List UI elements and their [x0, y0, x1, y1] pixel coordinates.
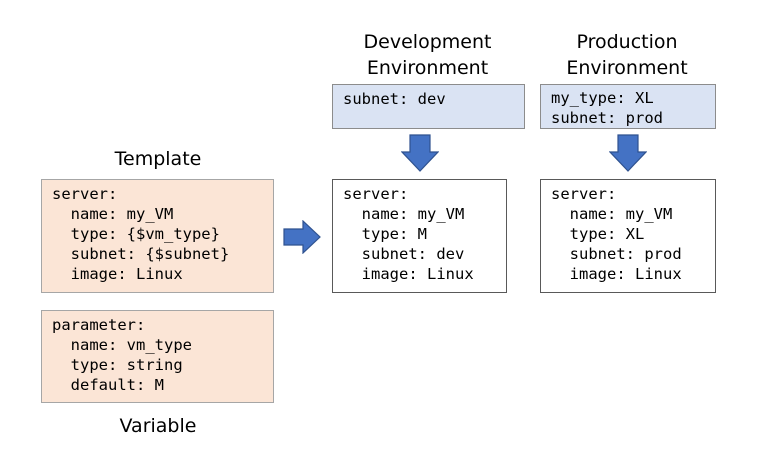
- template-line: server:: [52, 185, 118, 203]
- template-line: type: {$vm_type}: [52, 225, 220, 243]
- variable-line: parameter:: [52, 316, 146, 334]
- dev-result-line: image: Linux: [343, 265, 474, 283]
- dev-result-line: server:: [343, 185, 409, 203]
- variable-label: Variable: [119, 415, 197, 437]
- template-label: Template: [114, 148, 202, 170]
- prod-environment-label: Production Environment: [528, 29, 726, 81]
- right-arrow-shape: [283, 220, 321, 254]
- prod-result-line: name: my_VM: [551, 205, 673, 223]
- dev-params-box: subnet: dev: [332, 84, 525, 129]
- dev-down-arrow-shape: [401, 134, 439, 172]
- prod-result-line: server:: [551, 185, 617, 203]
- dev-result-line: type: M: [343, 225, 427, 243]
- prod-environment-label-line1: Production: [576, 31, 678, 53]
- prod-result-line: subnet: prod: [551, 245, 682, 263]
- dev-result-line: name: my_VM: [343, 205, 465, 223]
- dev-params-line: subnet: dev: [343, 90, 446, 108]
- variable-line: default: M: [52, 376, 164, 394]
- prod-params-line: my_type: XL: [551, 89, 654, 107]
- prod-down-arrow-icon: [609, 134, 647, 172]
- template-line: image: Linux: [52, 265, 183, 283]
- prod-down-arrow-shape: [609, 134, 647, 172]
- variable-box: parameter: name: vm_type type: string de…: [41, 310, 274, 403]
- prod-params-box: my_type: XL subnet: prod: [540, 84, 716, 129]
- variable-line: type: string: [52, 356, 183, 374]
- template-box: server: name: my_VM type: {$vm_type} sub…: [41, 179, 274, 293]
- dev-environment-label-line1: Development: [363, 31, 492, 53]
- dev-environment-label: Development Environment: [330, 29, 525, 81]
- right-arrow-icon: [283, 220, 321, 254]
- dev-down-arrow-icon: [401, 134, 439, 172]
- prod-result-line: image: Linux: [551, 265, 682, 283]
- template-line: subnet: {$subnet}: [52, 245, 230, 263]
- dev-environment-label-line2: Environment: [366, 57, 489, 79]
- prod-environment-label-line2: Environment: [566, 57, 688, 79]
- prod-params-line: subnet: prod: [551, 109, 663, 127]
- prod-result-box: server: name: my_VM type: XL subnet: pro…: [540, 179, 716, 293]
- variable-line: name: vm_type: [52, 336, 192, 354]
- dev-result-box: server: name: my_VM type: M subnet: dev …: [332, 179, 507, 293]
- template-line: name: my_VM: [52, 205, 174, 223]
- prod-result-line: type: XL: [551, 225, 645, 243]
- dev-result-line: subnet: dev: [343, 245, 465, 263]
